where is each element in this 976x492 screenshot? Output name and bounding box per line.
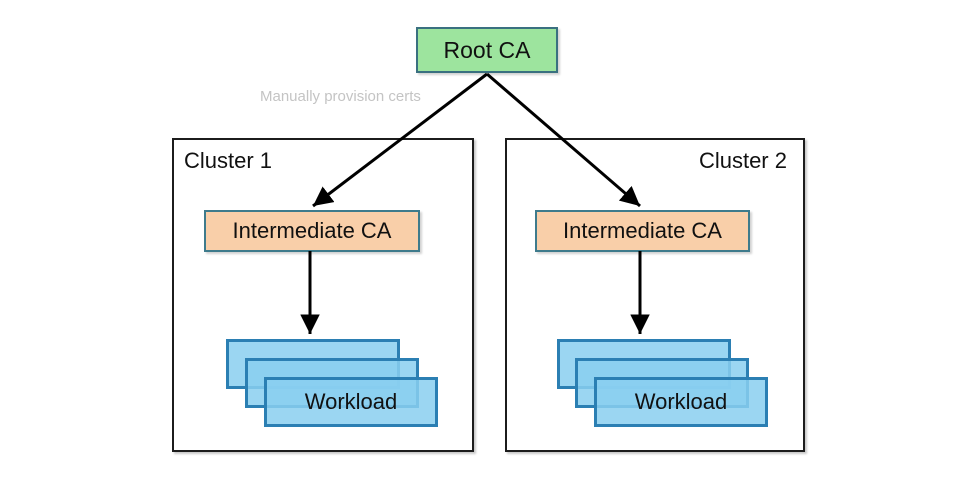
cluster-1-intermediate-ca-node: Intermediate CA: [204, 210, 420, 252]
cluster-1-title: Cluster 1: [184, 148, 273, 173]
cluster-2-intermediate-ca-node: Intermediate CA: [535, 210, 750, 252]
intermediate-ca-label: Intermediate CA: [232, 218, 392, 243]
cluster-2-box: Cluster 2 Intermediate CA Workload: [505, 138, 805, 452]
workload-label: Workload: [634, 389, 728, 414]
workload-label: Workload: [304, 389, 398, 414]
edge-label-manually-provision-certs: Manually provision certs: [260, 88, 421, 105]
cluster-2-title: Cluster 2: [698, 148, 787, 173]
cluster-1-box: Cluster 1 Intermediate CA Workload: [172, 138, 474, 452]
root-ca-node: Root CA: [416, 27, 558, 73]
root-ca-label: Root CA: [443, 36, 531, 63]
cluster-1-workload-card-front: Workload: [264, 377, 438, 427]
intermediate-ca-label: Intermediate CA: [563, 218, 722, 243]
cluster-2-workload-card-front: Workload: [594, 377, 768, 427]
